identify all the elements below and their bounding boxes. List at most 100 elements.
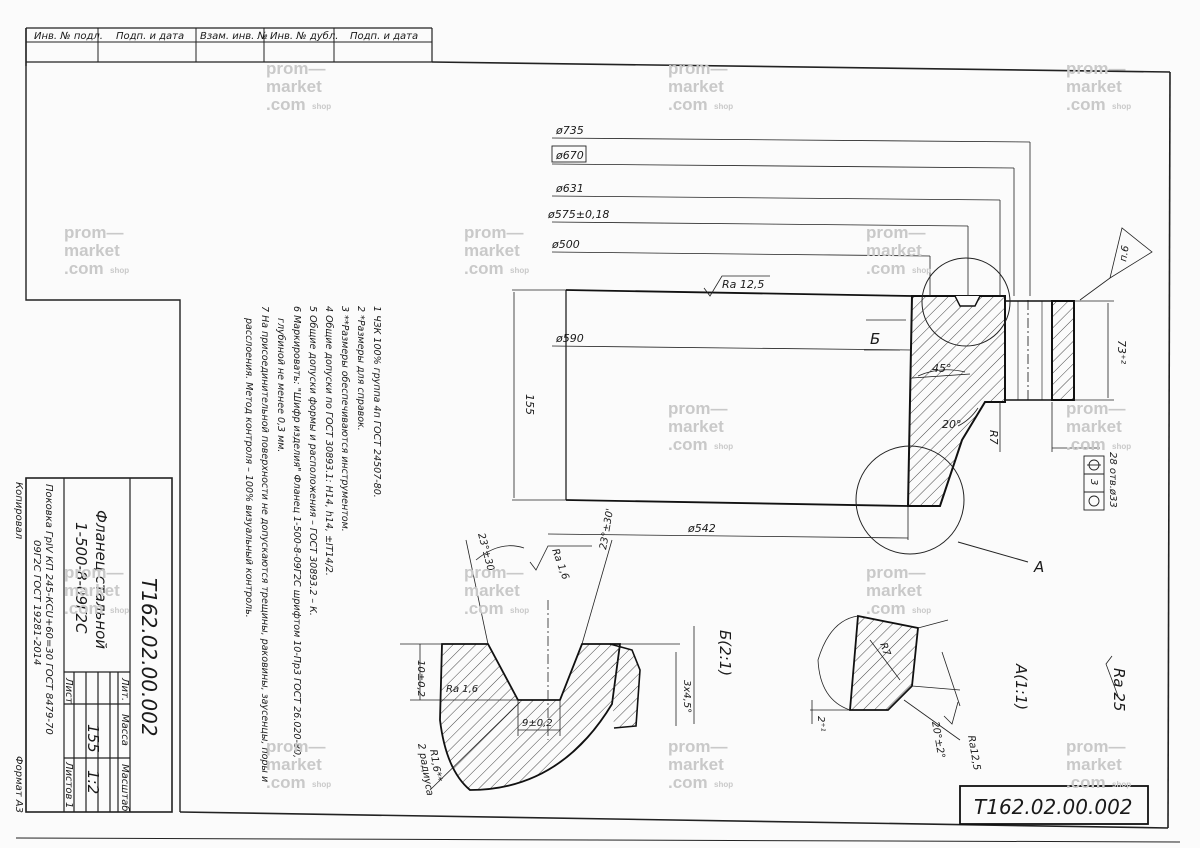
watermark-sub: shop bbox=[110, 606, 129, 615]
note-line: 1 ЧЗК 100% группа 4п ГОСТ 24507-80. bbox=[371, 306, 382, 498]
note-line: глубиной не менее 0,3 мм. bbox=[275, 318, 286, 452]
watermark-text: .com bbox=[866, 599, 906, 618]
groove bbox=[954, 295, 981, 307]
watermark-text: market bbox=[866, 241, 922, 260]
watermark-text: .com bbox=[64, 259, 104, 278]
dim-d500: ø500 bbox=[551, 238, 580, 251]
title-block-mass-label: Масса bbox=[119, 714, 130, 746]
flange-section bbox=[906, 295, 1006, 507]
detail-a-circle bbox=[855, 445, 965, 555]
dim-d631: ø631 bbox=[555, 182, 584, 195]
stamp-cell-1: Инв. № подл. bbox=[34, 31, 103, 42]
detail-b-w9: 9±0,2 bbox=[522, 718, 553, 729]
watermark-sub: shop bbox=[912, 606, 931, 615]
view-label-a: А bbox=[1033, 558, 1044, 576]
watermark-text: market bbox=[266, 77, 322, 96]
title-block-material-1: Поковка ГрIV КП 245-КСU+60=30 ГОСТ 8479-… bbox=[43, 484, 54, 735]
title-block bbox=[25, 477, 173, 813]
watermark-sub: shop bbox=[714, 780, 733, 789]
radius-r7: R7 bbox=[987, 430, 1000, 445]
angle-45: 45° bbox=[932, 362, 952, 375]
triangle-note-n6: п.6 bbox=[1118, 245, 1132, 263]
watermark-sub: shop bbox=[1112, 102, 1131, 111]
stamp-cell-2: Подп. и дата bbox=[116, 31, 184, 42]
watermark-text: prom— bbox=[668, 399, 728, 418]
detail-a-view: R7 20°±2° 2⁺¹ Ra12,5 А(1:1) Ra 25 bbox=[810, 614, 1128, 772]
note-line: 7 На присоединительной поверхности не до… bbox=[259, 306, 270, 782]
watermark-text: .com bbox=[668, 95, 708, 114]
technical-requirements: 1 ЧЗК 100% группа 4п ГОСТ 24507-80. 2 *Ра… bbox=[243, 306, 382, 782]
dim-d590: ø590 bbox=[555, 332, 584, 345]
title-block-mass-value: 155 bbox=[84, 724, 102, 753]
title-block-scale-value: 1:2 bbox=[84, 770, 102, 794]
watermark-text: .com bbox=[266, 773, 306, 792]
detail-a-angle: 20°±2° bbox=[929, 721, 946, 760]
watermark-text: market bbox=[1066, 77, 1122, 96]
title-block-sheets-value: 1 bbox=[63, 802, 74, 808]
main-view: ø735 ø670 ø631 ø575±0,18 ø500 ø590 ø542 … bbox=[512, 124, 1153, 576]
watermark-text: market bbox=[266, 755, 322, 774]
stamp-cell-3: Взам. инв. № bbox=[200, 31, 268, 42]
holes-note: 28 отв.ø33 bbox=[1107, 452, 1118, 508]
roughness-top: Ra 12,5 bbox=[722, 278, 764, 291]
watermark-sub: shop bbox=[1112, 780, 1131, 789]
detail-a-roughness: Ra12,5 bbox=[965, 735, 982, 772]
watermark-text: prom— bbox=[866, 223, 926, 242]
dim-w73: 73⁺² bbox=[1115, 340, 1128, 365]
dim-d542: ø542 bbox=[687, 522, 716, 535]
watermark-text: .com bbox=[464, 259, 504, 278]
section-label-b: Б bbox=[870, 330, 880, 348]
title-block-name-2: 1-500-8-09Г2С bbox=[72, 522, 90, 634]
detail-b-circle bbox=[921, 257, 1011, 347]
watermark-text: prom— bbox=[1066, 59, 1126, 78]
angle-20: 20° bbox=[942, 418, 962, 431]
watermark-text: market bbox=[1066, 417, 1122, 436]
watermark-text: market bbox=[464, 581, 520, 600]
detail-b-ra-top: Ra 1,6 bbox=[549, 547, 570, 581]
detail-b-angle-right: 23°±30' bbox=[598, 508, 616, 551]
dim-h155: 155 bbox=[523, 394, 536, 415]
note-line: 2 *Размеры для справок. bbox=[355, 306, 366, 431]
watermark-text: prom— bbox=[266, 59, 326, 78]
sheet-frame bbox=[15, 27, 1181, 843]
watermark-text: .com bbox=[464, 599, 504, 618]
note-line: 6 Маркировать: "Шифр изделия" Фланец 1-5… bbox=[291, 306, 302, 758]
watermark-text: prom— bbox=[464, 223, 524, 242]
stamp-cell-4: Инв. № дубл. bbox=[270, 30, 338, 42]
watermark-text: prom— bbox=[464, 563, 524, 582]
watermark-text: prom— bbox=[64, 563, 124, 582]
watermark-text: market bbox=[464, 241, 520, 260]
watermark-text: .com bbox=[1066, 435, 1106, 454]
detail-b-h10: 10±0,2 bbox=[415, 660, 426, 697]
top-stamp: Инв. № подл. Подп. и дата Взам. инв. № И… bbox=[26, 28, 432, 62]
detail-b-chamfer: 3x4,5° bbox=[681, 680, 692, 713]
note-line: 3 **Размеры обеспечиваются инструментом. bbox=[339, 306, 350, 532]
watermark-sub: shop bbox=[912, 266, 931, 275]
watermark-text: market bbox=[668, 755, 724, 774]
watermark-text: .com bbox=[1066, 773, 1106, 792]
watermark-text: market bbox=[64, 581, 120, 600]
note-line: 5 Общие допуски формы и расположения – Г… bbox=[307, 306, 318, 616]
code-box-text: Т162.02.00.002 bbox=[974, 795, 1133, 819]
watermark-text: prom— bbox=[1066, 399, 1126, 418]
watermark-sub: shop bbox=[312, 780, 331, 789]
copied-label: Копировал bbox=[13, 482, 24, 540]
watermark-text: .com bbox=[668, 773, 708, 792]
dim-d735: ø735 bbox=[555, 124, 584, 137]
watermark-text: .com bbox=[266, 95, 306, 114]
watermark-text: prom— bbox=[866, 563, 926, 582]
watermark-text: prom— bbox=[64, 223, 124, 242]
title-block-scale-label: Масштаб bbox=[119, 764, 131, 812]
